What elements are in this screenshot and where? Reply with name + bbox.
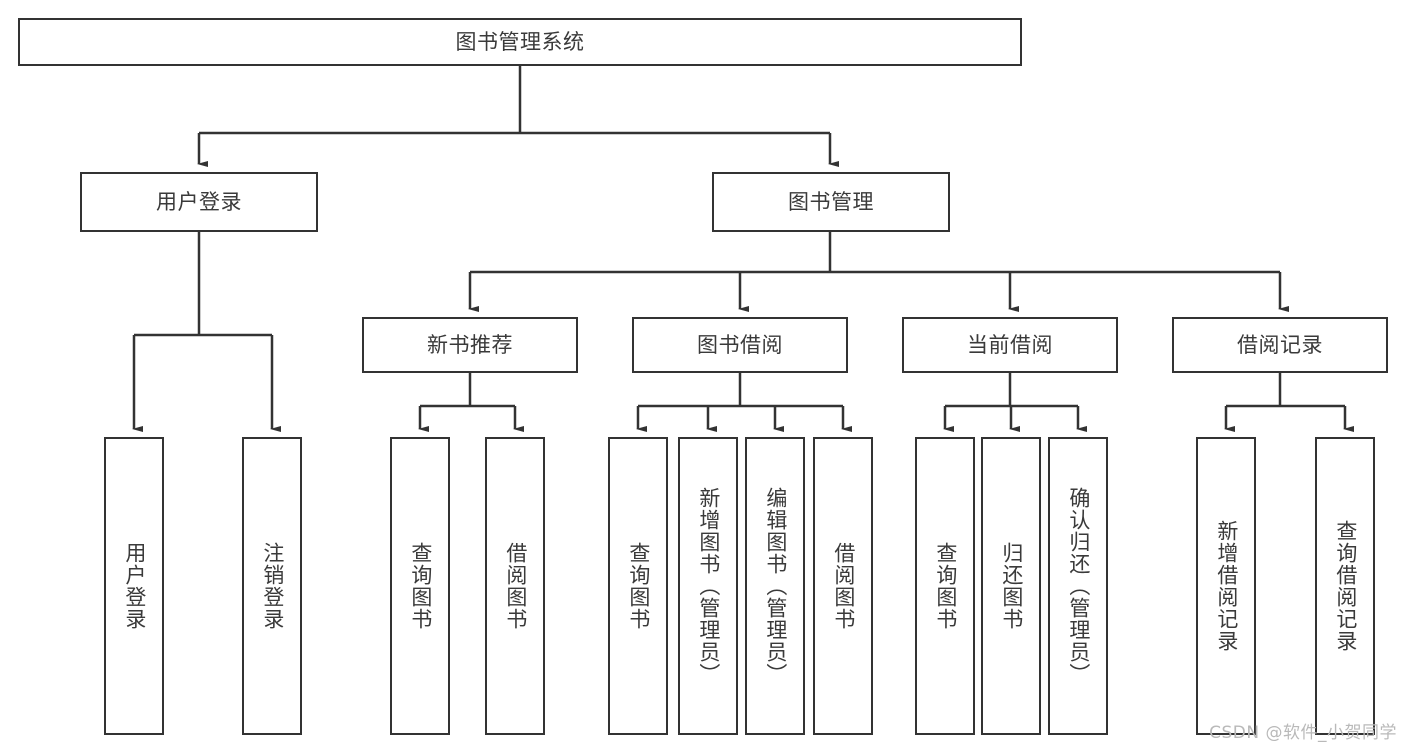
node-label: 确认归还（管理员） <box>1066 487 1091 685</box>
node-book-borrow[interactable]: 图书借阅 <box>632 317 848 373</box>
node-label: 用户登录 <box>122 542 147 630</box>
node-label: 新书推荐 <box>427 332 513 357</box>
leaf-query-book-2[interactable]: 查询图书 <box>608 437 668 735</box>
node-label: 当前借阅 <box>967 332 1053 357</box>
leaf-add-record[interactable]: 新增借阅记录 <box>1196 437 1256 735</box>
leaf-query-book-1[interactable]: 查询图书 <box>390 437 450 735</box>
leaf-user-logout[interactable]: 注销登录 <box>242 437 302 735</box>
node-user-login[interactable]: 用户登录 <box>80 172 318 232</box>
leaf-borrow-book-2[interactable]: 借阅图书 <box>813 437 873 735</box>
node-label: 图书管理 <box>788 189 874 214</box>
node-label: 图书借阅 <box>697 332 783 357</box>
node-label: 编辑图书（管理员） <box>763 487 788 685</box>
node-label: 图书管理系统 <box>455 29 585 54</box>
node-label: 归还图书 <box>999 542 1024 630</box>
node-borrow-record[interactable]: 借阅记录 <box>1172 317 1388 373</box>
leaf-confirm-return[interactable]: 确认归还（管理员） <box>1048 437 1108 735</box>
leaf-edit-book[interactable]: 编辑图书（管理员） <box>745 437 805 735</box>
node-label: 查询图书 <box>408 542 433 630</box>
leaf-add-book[interactable]: 新增图书（管理员） <box>678 437 738 735</box>
node-new-book-recommend[interactable]: 新书推荐 <box>362 317 578 373</box>
leaf-borrow-book-1[interactable]: 借阅图书 <box>485 437 545 735</box>
node-label: 借阅记录 <box>1237 332 1323 357</box>
node-label: 借阅图书 <box>503 542 528 630</box>
node-label: 注销登录 <box>260 542 285 630</box>
leaf-query-record[interactable]: 查询借阅记录 <box>1315 437 1375 735</box>
node-label: 查询借阅记录 <box>1333 520 1358 652</box>
node-label: 查询图书 <box>933 542 958 630</box>
node-current-borrow[interactable]: 当前借阅 <box>902 317 1118 373</box>
node-book-manage[interactable]: 图书管理 <box>712 172 950 232</box>
node-label: 新增借阅记录 <box>1214 520 1239 652</box>
node-label: 新增图书（管理员） <box>696 487 721 685</box>
leaf-query-book-3[interactable]: 查询图书 <box>915 437 975 735</box>
leaf-user-login[interactable]: 用户登录 <box>104 437 164 735</box>
node-root[interactable]: 图书管理系统 <box>18 18 1022 66</box>
leaf-return-book[interactable]: 归还图书 <box>981 437 1041 735</box>
node-label: 查询图书 <box>626 542 651 630</box>
watermark-label: CSDN @软件_小贺同学 <box>1209 723 1397 743</box>
node-label: 借阅图书 <box>831 542 856 630</box>
node-label: 用户登录 <box>156 189 242 214</box>
